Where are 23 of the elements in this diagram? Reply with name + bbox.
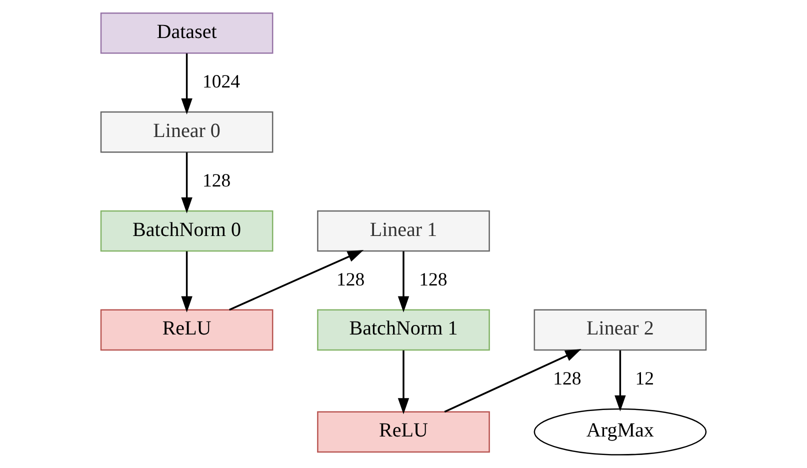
arrow	[444, 349, 582, 413]
node-box: Dataset	[100, 12, 274, 54]
node-box: ReLU	[317, 411, 490, 453]
arrow	[229, 250, 364, 311]
node-box: Linear 2	[534, 309, 707, 351]
edge-label: 12	[635, 368, 654, 390]
arrow	[398, 350, 410, 414]
edge-label: 1024	[202, 72, 240, 93]
edge-label: 128	[202, 170, 231, 192]
arrow	[398, 251, 410, 312]
node-box: BatchNorm 0	[100, 210, 274, 252]
node-box: Linear 1	[317, 210, 490, 252]
edge-label: 128	[336, 270, 365, 290]
node-ellipse: ArgMax	[534, 408, 707, 456]
node-box: ReLU	[100, 309, 274, 351]
edge-label: 128	[553, 368, 582, 390]
arrow	[181, 152, 192, 214]
node-box: BatchNorm 1	[317, 309, 490, 351]
arrow	[614, 350, 626, 412]
node-box: Linear 0	[100, 111, 274, 153]
arrow	[181, 251, 192, 312]
arrow	[181, 53, 192, 114]
edge-label: 128	[419, 270, 448, 290]
